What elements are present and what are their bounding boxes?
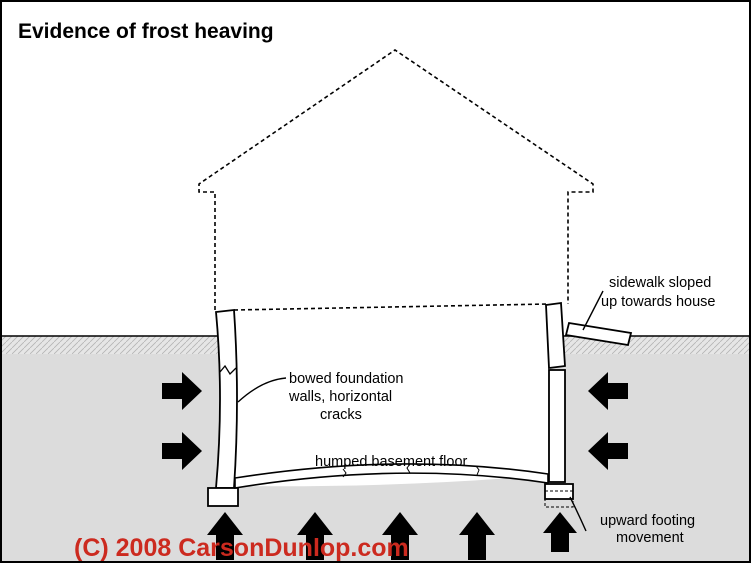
upward-heave-arrows: [207, 512, 577, 560]
horizontal-crack: [219, 364, 237, 376]
up-arrow-4: [459, 512, 495, 560]
right-arrow-lower: [588, 432, 628, 470]
left-arrow-upper: [162, 372, 202, 410]
diagram-title: Evidence of frost heaving: [18, 20, 274, 43]
sidewalk-slab: [564, 321, 633, 347]
leader-lines: [237, 290, 604, 532]
up-arrow-1: [207, 512, 243, 560]
floor-label: humped basement floor: [315, 454, 468, 470]
up-arrow-2: [297, 512, 333, 560]
bowed-wall-label-line3: cracks: [320, 407, 362, 423]
sidewalk-label-line2: up towards house: [601, 294, 715, 310]
house-outline: [198, 49, 594, 311]
copyright-notice: (C) 2008 CarsonDunlop.com: [74, 534, 409, 562]
left-footing: [207, 487, 239, 507]
footing-leader: [569, 496, 587, 532]
sidewalk-label-line1: sidewalk sloped: [609, 275, 711, 291]
basement-interior: [234, 304, 548, 487]
bowed-wall-label-line1: bowed foundation: [289, 371, 404, 387]
humped-basement-floor: [234, 463, 549, 489]
lateral-pressure-arrows: [162, 372, 628, 470]
bowed-wall-leader: [237, 377, 287, 403]
footing-label-line1: upward footing: [600, 513, 695, 529]
bowed-wall-label-line2: walls, horizontal: [288, 389, 392, 405]
left-foundation-wall: [215, 309, 238, 489]
sidewalk-leader: [582, 290, 604, 331]
footing-label-line2: movement: [616, 530, 684, 546]
up-arrow-3: [382, 512, 418, 560]
up-arrow-5: [543, 512, 577, 552]
right-foundation-wall: [545, 301, 566, 483]
left-arrow-lower: [162, 432, 202, 470]
right-arrow-upper: [588, 372, 628, 410]
